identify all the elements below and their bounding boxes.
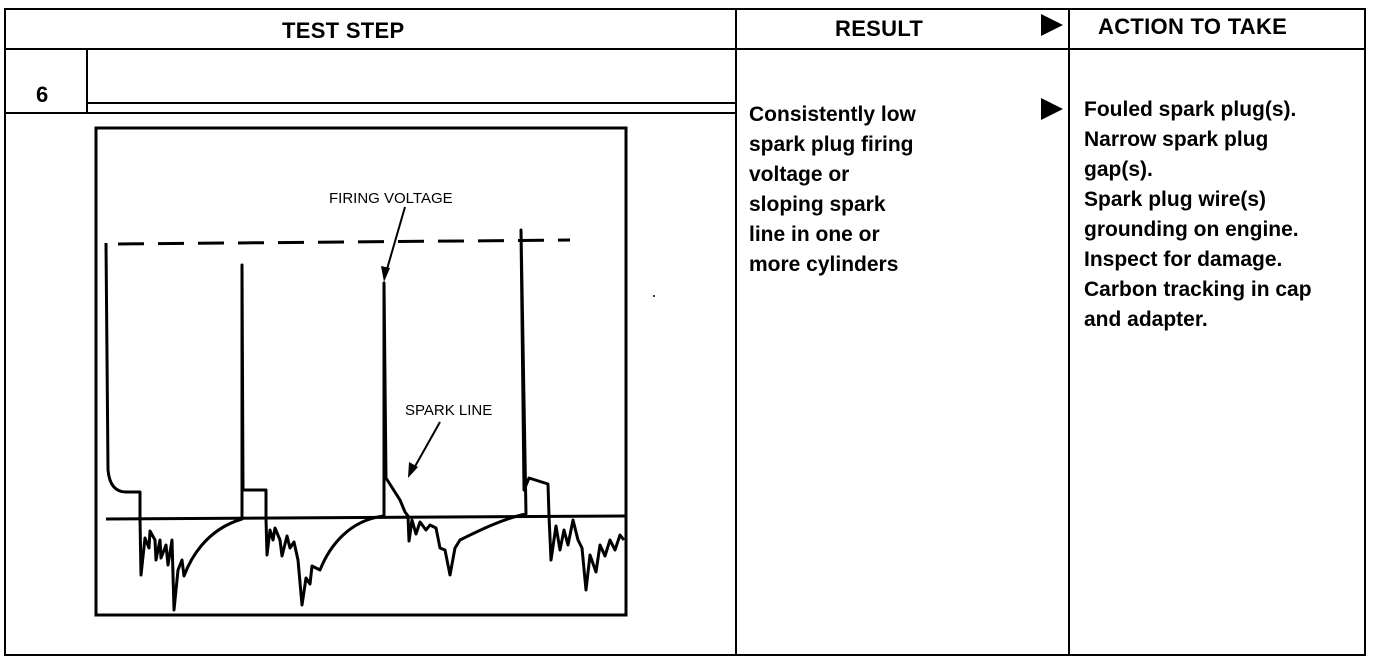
result-text: Consistently low spark plug firing volta… [749, 100, 916, 280]
step-row-divider-left [4, 112, 86, 114]
firing-voltage-callout-line [384, 206, 406, 277]
result-line: voltage or [749, 163, 850, 186]
action-line: Inspect for damage. [1084, 248, 1283, 271]
result-line: Consistently low [749, 103, 916, 126]
stray-dot [653, 295, 655, 297]
action-line: Narrow spark plug [1084, 128, 1269, 151]
firing-voltage-label: FIRING VOLTAGE [329, 190, 453, 207]
action-line: and adapter. [1084, 308, 1208, 331]
column-divider-1 [735, 8, 737, 656]
result-line: sloping spark [749, 193, 886, 216]
header-result: RESULT [835, 16, 924, 41]
header-arrow-icon [1041, 14, 1063, 36]
scope-screen-border [94, 126, 628, 617]
step-row-divider-join [86, 112, 736, 114]
action-line: grounding on engine. [1084, 218, 1299, 241]
result-arrow-icon [1041, 98, 1063, 120]
normal-firing-voltage-dashed-line [117, 238, 571, 246]
step-number: 6 [36, 82, 49, 107]
action-line: gap(s). [1084, 158, 1153, 181]
zero-baseline [105, 514, 627, 521]
firing-voltage-callout-arrowhead-icon [381, 266, 390, 282]
result-line: more cylinders [749, 253, 899, 276]
step-number-divider [86, 48, 88, 112]
spark-line-callout-arrowhead-icon [408, 462, 418, 478]
header-divider [4, 48, 1366, 50]
spark-line-callout-line [412, 421, 441, 471]
ignition-waveform-trace [104, 228, 626, 612]
action-line: Carbon tracking in cap [1084, 278, 1312, 301]
result-line: line in one or [749, 223, 880, 246]
column-divider-2 [1068, 8, 1070, 656]
header-test-step: TEST STEP [282, 18, 405, 43]
spark-line-label: SPARK LINE [405, 402, 492, 419]
result-line: spark plug firing [749, 133, 914, 156]
action-line: Spark plug wire(s) [1084, 188, 1267, 211]
table-frame [4, 8, 1366, 656]
action-line: Fouled spark plug(s). [1084, 98, 1297, 121]
header-action-to-take: ACTION TO TAKE [1098, 14, 1288, 39]
step-row-divider-right [86, 102, 736, 104]
action-text: Fouled spark plug(s). Narrow spark plug … [1084, 95, 1312, 335]
